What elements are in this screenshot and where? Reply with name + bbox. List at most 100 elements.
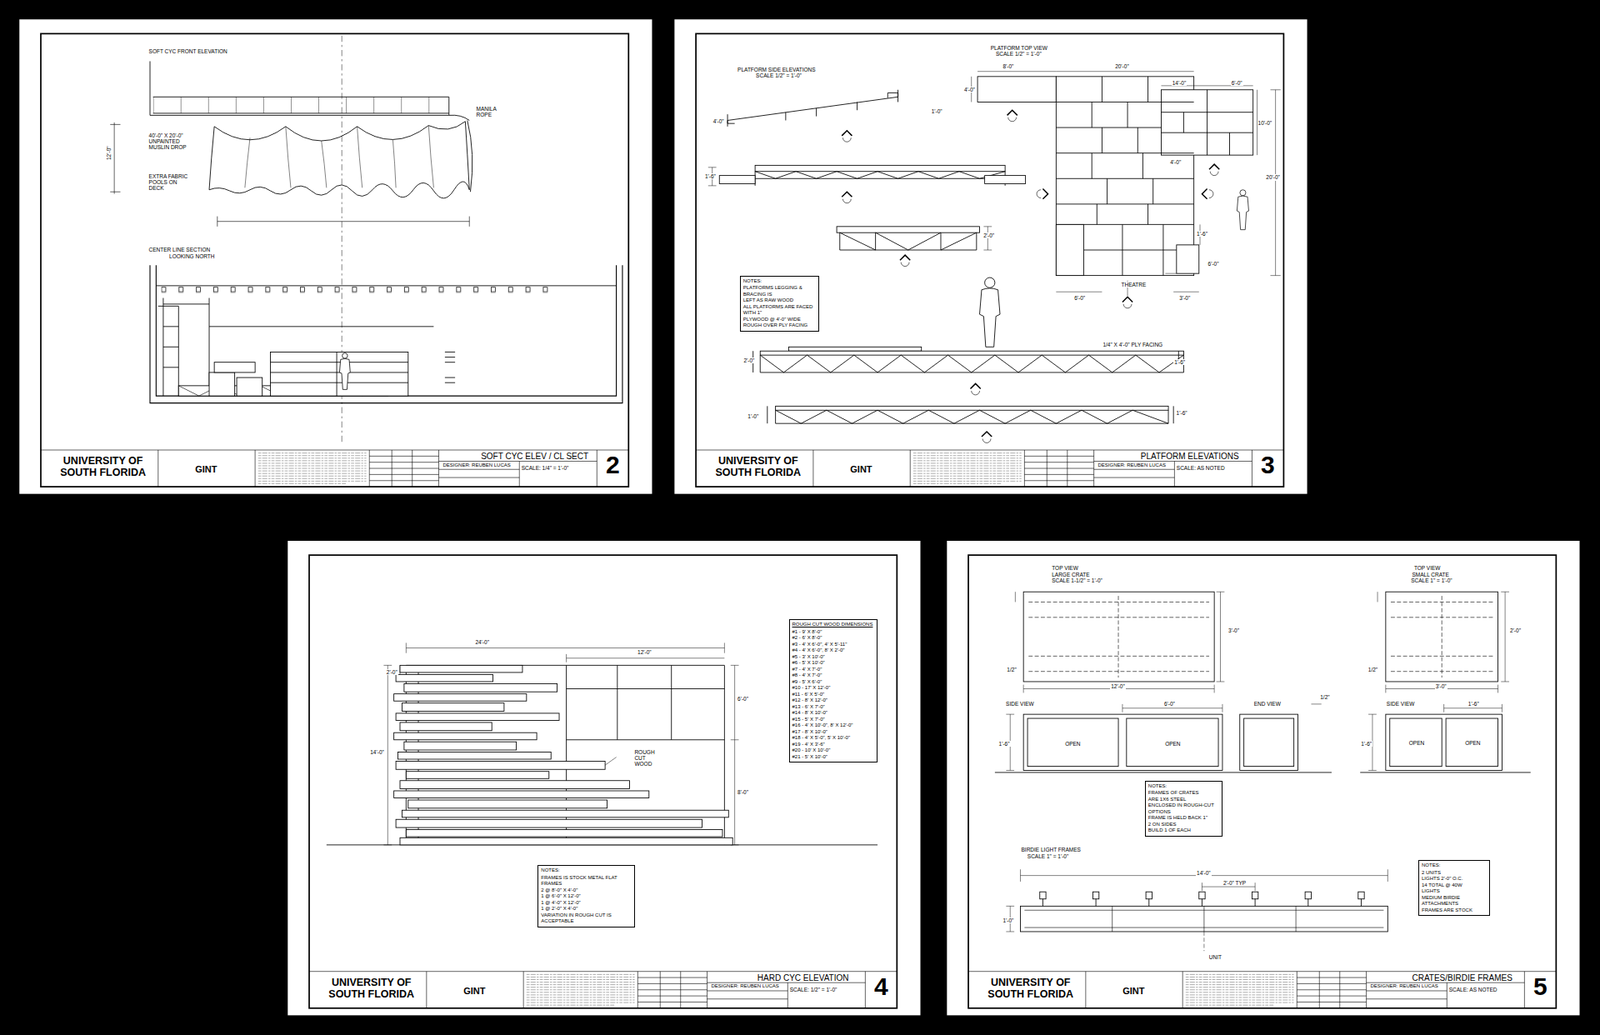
school-name: UNIVERSITY OF SOUTH FLORIDA	[701, 455, 815, 480]
drawing-label: 14'-0"	[1171, 80, 1188, 86]
drawing-label: 2'-0" TYP	[1222, 880, 1247, 886]
scale-note: SCALE: AS NOTED	[1449, 986, 1498, 993]
soft-cyc-drawing	[110, 35, 623, 445]
drawing-label: 6'-0"	[1207, 260, 1220, 267]
box-line: 2 UNITS	[1421, 870, 1487, 877]
drawing-label: 6'-0"	[1230, 80, 1244, 86]
box-line: #20 - 10' X 10'-0"	[792, 747, 875, 755]
box-line: FRAMES IS STOCK METAL FLAT FRAMES	[540, 875, 631, 888]
box-line: #18 - 4' X 5'-0", 5' X 10'-0"	[792, 735, 875, 742]
drawing-label: 1'-6"	[1195, 230, 1209, 237]
box-line: MEDIUM BIRDIE ATTACHMENTS	[1421, 895, 1487, 908]
drawing-label: 20'-0"	[1114, 63, 1130, 70]
drawing-label: 4'-0"	[712, 118, 725, 125]
drawing-sheet: UNIVERSITY OF SOUTH FLORIDAGINTHARD CYC …	[287, 540, 920, 1015]
drawing-label: LOOKING NORTH	[168, 253, 215, 260]
drawing-label: 40'-0" X 20'-0" UNPAINTED MUSLIN DROP	[148, 132, 200, 150]
drawing-label: SCALE 1/2" = 1'-0"	[995, 50, 1043, 57]
drawing-label: OPEN	[1408, 740, 1425, 746]
drawing-label: END VIEW	[1253, 700, 1282, 707]
drawing-label: 1/4" X 4'-0" PLY FACING	[1101, 341, 1164, 348]
drawing-label: 3'-0"	[1227, 627, 1240, 634]
box-line: FRAME IS HELD BACK 1"	[1148, 815, 1220, 822]
drawing-label: 12'-0"	[105, 145, 112, 162]
drawing-label: 1/2"	[1319, 694, 1330, 700]
box-line: PLATFORMS LEGGING & BRACING IS	[743, 285, 817, 298]
drawing-label: 12'-0"	[636, 649, 653, 655]
school-name: UNIVERSITY OF SOUTH FLORIDA	[974, 977, 1087, 1001]
drawing-label: 2'-0"	[742, 357, 755, 364]
school-name: UNIVERSITY OF SOUTH FLORIDA	[315, 977, 428, 1001]
box-line: #11 - 6' X 5'-0"	[792, 691, 875, 699]
show-title: GINT	[440, 985, 509, 996]
drawing-label: 4'-0"	[1169, 159, 1182, 165]
notes-box: NOTES:2 UNITSLIGHTS 2'-0" O.C.14 TOTAL @…	[1418, 860, 1490, 916]
drawing-label: EXTRA FABRIC POOLS ON DECK	[148, 173, 191, 191]
drawing-label: THEATRE	[1120, 281, 1147, 288]
drawing-label: PLATFORM SIDE ELEVATIONS	[736, 66, 817, 73]
box-line: #6 - 5' X 10'-0"	[792, 660, 875, 667]
drawing-label: TOP VIEW	[1050, 565, 1080, 571]
drawing-label: SOFT CYC FRONT ELEVATION	[148, 48, 229, 55]
sheet-number: 5	[1524, 972, 1556, 1000]
box-line: ALL PLATFORMS ARE FACED WITH 1"	[743, 304, 817, 317]
scale-note: SCALE: AS NOTED	[1176, 465, 1225, 471]
drawing-label: 1'-0"	[930, 108, 944, 115]
drawing-label: SMALL CRATE	[1410, 571, 1450, 578]
drawing-label: OPEN	[1064, 740, 1081, 747]
box-heading: NOTES:	[1148, 783, 1220, 790]
show-title: GINT	[172, 464, 240, 475]
drawing-label: 4'-0"	[963, 86, 976, 93]
drawing-label: 1'-6"	[998, 740, 1011, 747]
drawing-label: 1'-0"	[746, 413, 760, 420]
crates-drawing	[995, 591, 1531, 951]
drawing-label: 3'-0"	[1435, 683, 1448, 690]
drawing-label: 24'-0"	[474, 639, 490, 645]
drawing-label: 1'-6"	[1173, 359, 1186, 365]
box-line: LIGHTS	[1421, 888, 1487, 895]
hard-cyc-drawing	[326, 642, 878, 845]
box-line: #7 - 4' X 7'-0"	[792, 666, 875, 674]
drawing-label: SCALE 1/2" = 1'-0"	[755, 72, 803, 79]
drawing-sheet: UNIVERSITY OF SOUTH FLORIDAGINTSOFT CYC …	[19, 19, 652, 494]
section-markers	[841, 110, 1220, 443]
box-line: #4 - 4' X 6'-0", 8' X 2'-0"	[792, 647, 875, 655]
drawing-label: 1'-0"	[1001, 917, 1015, 924]
box-line: #5 - 3' X 10'-0"	[792, 654, 875, 661]
box-line: OPTIONS	[1148, 809, 1220, 816]
drawing-label: 20'-0"	[1265, 174, 1281, 180]
sheet-number: 4	[865, 972, 897, 1000]
drawing-label: LARGE CRATE	[1050, 571, 1090, 578]
box-heading: NOTES:	[743, 278, 817, 285]
drawing-label: OPEN	[1464, 740, 1481, 746]
drawing-label: SIDE VIEW	[1385, 700, 1416, 707]
drawing-label: 2'-0"	[982, 232, 995, 239]
designer-credit: DESIGNER: REUBEN LUCAS	[1370, 983, 1438, 990]
box-line: #8 - 4' X 7'-0"	[792, 672, 875, 680]
box-line: PLYWOOD @ 4'-0" WIDE	[743, 316, 817, 324]
drawing-sheet: UNIVERSITY OF SOUTH FLORIDAGINTCRATES/BI…	[946, 540, 1580, 1015]
drawing-label: 1/2"	[1367, 666, 1379, 673]
show-title: GINT	[827, 464, 895, 475]
box-line: 1 @ 4'-0" X 12'-0"	[540, 900, 631, 907]
box-line: LIGHTS 2'-0" O.C.	[1421, 875, 1487, 883]
box-line: ROUGH OVER PLY FACING	[743, 322, 817, 330]
drawing-label: 1/2"	[1005, 666, 1017, 673]
drawing-label: SCALE 1" = 1'-0"	[1410, 577, 1453, 584]
scale-note: SCALE: 1/2" = 1'-0"	[790, 986, 838, 993]
box-line: LEFT AS RAW WOOD	[743, 297, 817, 305]
box-heading: NOTES:	[540, 867, 631, 875]
designer-credit: DESIGNER: REUBEN LUCAS	[442, 462, 510, 469]
scale-note: SCALE: 1/4" = 1'-0"	[521, 465, 570, 471]
designer-credit: DESIGNER: REUBEN LUCAS	[710, 983, 779, 990]
box-line: #14 - 8' X 10'-0"	[792, 710, 875, 717]
drawing-label: 1'-6"	[1360, 740, 1373, 747]
drawing-label: 6'-0"	[1163, 700, 1176, 707]
box-heading: ROUGH CUT WOOD DIMENSIONS	[792, 621, 875, 629]
box-line: ENCLOSED IN ROUGH-CUT	[1148, 802, 1220, 810]
notes-box: NOTES:FRAMES IS STOCK METAL FLAT FRAMES2…	[537, 865, 635, 928]
box-line: #16 - 4' X 10'-0", 8' X 12'-0"	[792, 722, 875, 730]
drawing-label: SCALE 1" = 1'-0"	[1026, 853, 1070, 860]
drawing-label: 6'-0"	[1073, 295, 1086, 301]
